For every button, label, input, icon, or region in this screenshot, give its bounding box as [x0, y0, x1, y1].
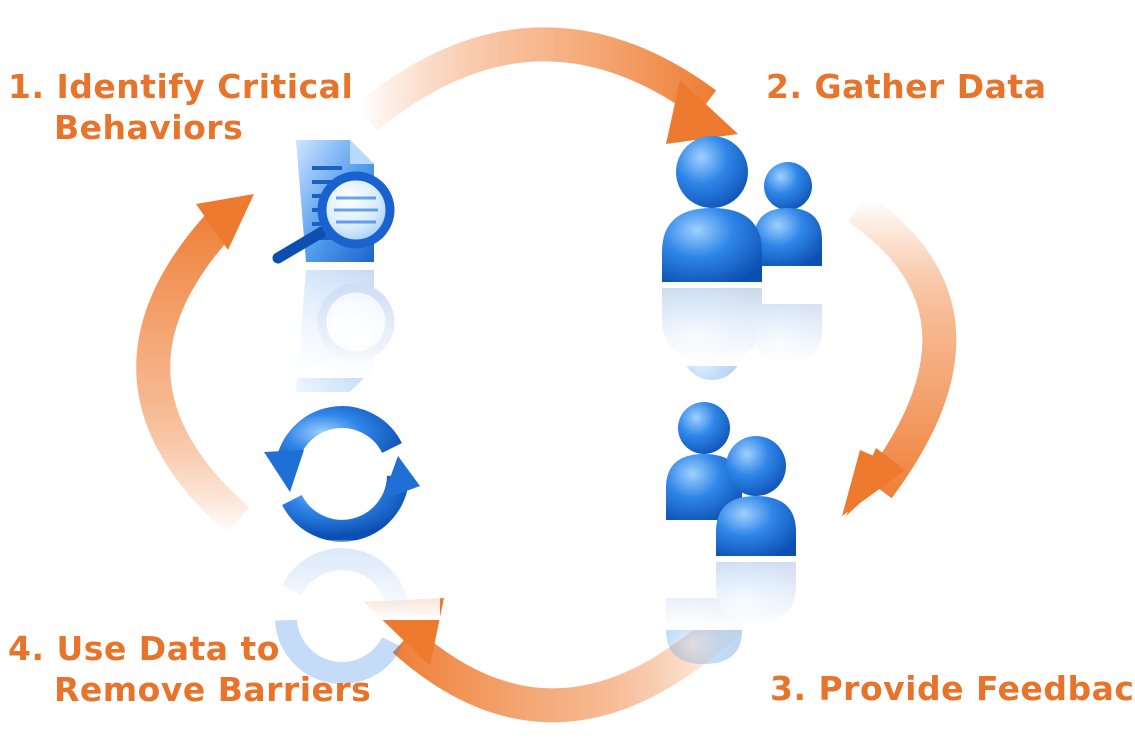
- step-3-number: 3.: [770, 669, 807, 708]
- people-icon-feedback: [650, 402, 820, 664]
- step-2-label: 2. Gather Data: [766, 66, 1046, 107]
- step-3-label: 3. Provide Feedback: [770, 668, 1135, 709]
- step-2-number: 2.: [766, 67, 803, 106]
- step-1-label: 1. Identify Critical Behaviors: [8, 66, 353, 148]
- arrow-4-to-1: [136, 194, 254, 533]
- arrow-1-to-2: [355, 27, 738, 144]
- step-2-line1: Gather Data: [814, 67, 1047, 106]
- step-1-number: 1.: [8, 67, 45, 106]
- step-1-line1: Identify Critical: [56, 67, 354, 106]
- step-1-line2: Behaviors: [54, 108, 244, 147]
- step-4-number: 4.: [8, 629, 45, 668]
- document-magnifier-icon: [270, 140, 400, 392]
- step-4-line2: Remove Barriers: [54, 670, 372, 709]
- refresh-cycle-icon: [250, 406, 440, 684]
- people-icon-gather: [650, 136, 840, 380]
- step-4-line1: Use Data to: [56, 629, 280, 668]
- step-3-line1: Provide Feedback: [818, 669, 1135, 708]
- step-4-label: 4. Use Data to Remove Barriers: [8, 628, 371, 710]
- arrow-2-to-3: [842, 193, 957, 516]
